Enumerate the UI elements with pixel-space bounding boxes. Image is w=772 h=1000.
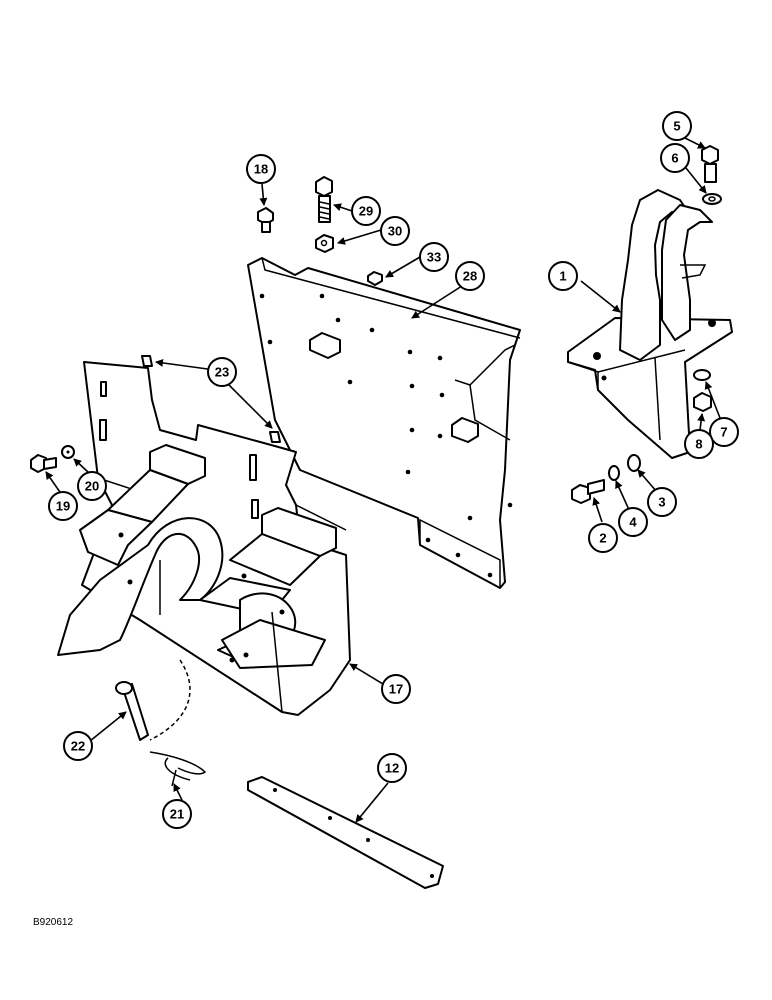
bolt-part-29 — [315, 176, 333, 223]
callout-18: 18 — [246, 154, 276, 184]
strap-plate-part-12 — [247, 776, 444, 889]
bolt-part-5 — [701, 145, 719, 183]
svg-text:6: 6 — [671, 151, 678, 166]
nut-part-33 — [367, 271, 383, 286]
svg-text:2: 2 — [599, 531, 606, 546]
callout-19: 19 — [48, 491, 78, 521]
washer-part-20 — [61, 445, 75, 459]
clip-part-23-left — [141, 355, 153, 367]
callout-8: 8 — [684, 429, 714, 459]
washer-part-6 — [702, 193, 722, 205]
nut-part-30 — [315, 234, 334, 253]
callout-4: 4 — [618, 507, 648, 537]
mounting-plate-part-28 — [247, 257, 521, 589]
callout-7: 7 — [709, 417, 739, 447]
nut-part-8 — [693, 392, 712, 412]
callout-2: 2 — [588, 523, 618, 553]
svg-text:3: 3 — [658, 495, 665, 510]
svg-text:17: 17 — [389, 682, 403, 697]
svg-text:23: 23 — [215, 365, 229, 380]
callout-33: 33 — [419, 242, 449, 272]
washer-part-4 — [608, 465, 620, 481]
callout-22: 22 — [63, 731, 93, 761]
clip-part-23-right — [269, 431, 281, 443]
callout-30: 30 — [380, 216, 410, 246]
svg-text:21: 21 — [170, 807, 184, 822]
svg-text:18: 18 — [254, 162, 268, 177]
svg-text:7: 7 — [720, 425, 727, 440]
washer-part-3 — [627, 454, 641, 472]
svg-text:4: 4 — [629, 515, 637, 530]
callout-12: 12 — [377, 753, 407, 783]
pin-part-22 — [115, 681, 149, 741]
svg-text:1: 1 — [559, 269, 566, 284]
washer-part-7 — [693, 369, 711, 381]
svg-text:19: 19 — [56, 499, 70, 514]
svg-text:29: 29 — [359, 204, 373, 219]
callout-20: 20 — [77, 471, 107, 501]
svg-text:5: 5 — [673, 119, 680, 134]
hitch-bracket-part-1 — [567, 189, 733, 459]
bolt-part-18 — [257, 207, 274, 233]
svg-text:28: 28 — [463, 269, 477, 284]
clip-part-21 — [149, 751, 207, 787]
svg-text:12: 12 — [385, 761, 399, 776]
figure-reference: B920612 — [33, 917, 73, 928]
callout-6: 6 — [660, 143, 690, 173]
svg-text:30: 30 — [388, 224, 402, 239]
callout-21: 21 — [162, 799, 192, 829]
callout-5: 5 — [662, 111, 692, 141]
callout-17: 17 — [381, 674, 411, 704]
svg-text:33: 33 — [427, 250, 441, 265]
callout-28: 28 — [455, 261, 485, 291]
leader-lines — [45, 135, 721, 823]
drawbar-support-part-17 — [57, 361, 351, 741]
callout-23: 23 — [207, 357, 237, 387]
bolt-part-2 — [571, 479, 605, 504]
callout-3: 3 — [647, 487, 677, 517]
svg-text:22: 22 — [71, 739, 85, 754]
bolt-part-19 — [30, 454, 57, 473]
svg-text:20: 20 — [85, 479, 99, 494]
callout-1: 1 — [548, 261, 578, 291]
callout-29: 29 — [351, 196, 381, 226]
svg-text:8: 8 — [695, 437, 702, 452]
